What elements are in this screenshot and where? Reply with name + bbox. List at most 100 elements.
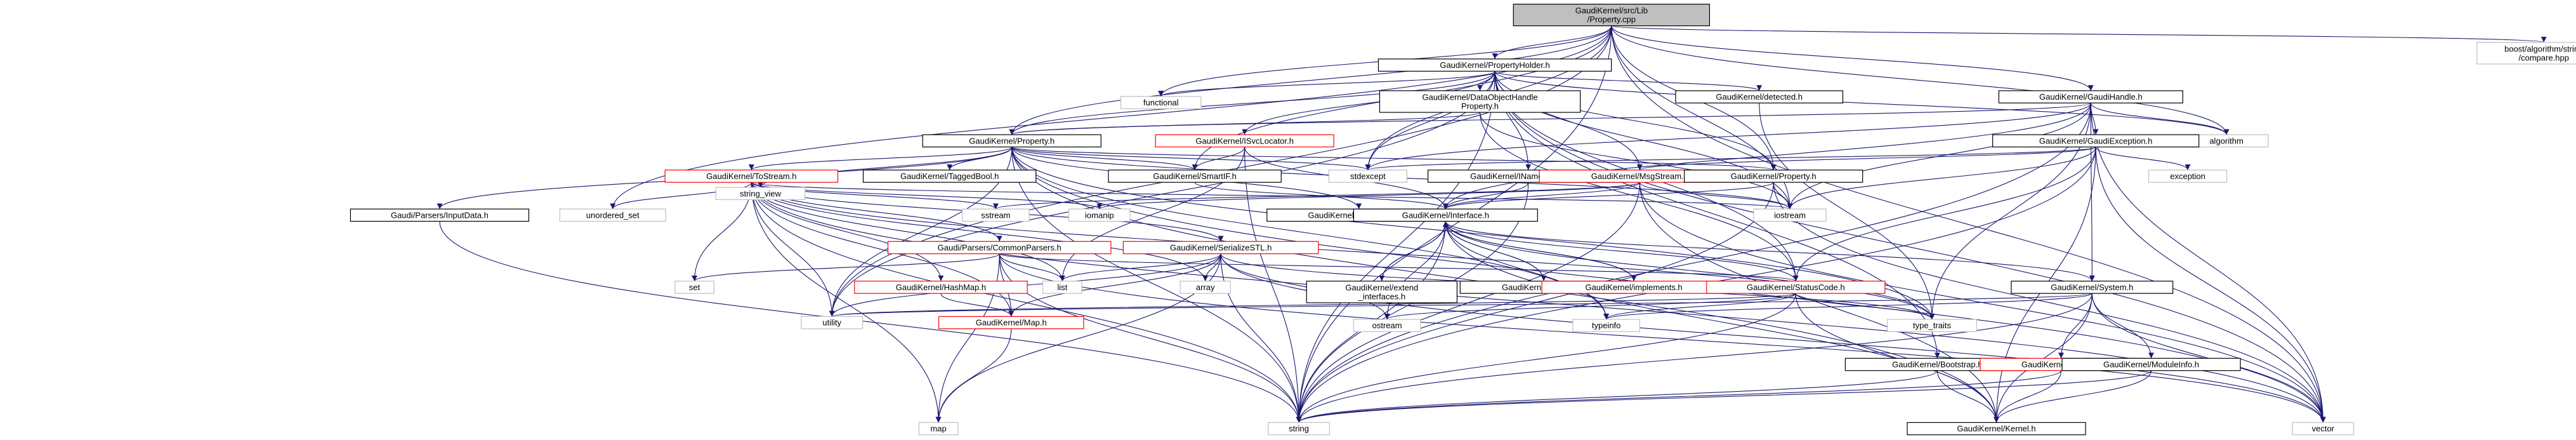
- node-system[interactable]: GaudiKernel/System.h: [2011, 281, 2174, 294]
- edge-interface-to-system: [1445, 221, 2095, 281]
- edge-msgstream-to-iostream: [1639, 182, 1793, 210]
- node-label: iomanip: [1085, 210, 1114, 220]
- node-ostream[interactable]: ostream: [1353, 319, 1421, 332]
- node-label: string_view: [740, 189, 782, 198]
- edge-statuscode-to-typeinfo: [1603, 293, 1796, 320]
- node-box: [1675, 90, 1844, 103]
- node-commonparsers[interactable]: Gaudi/Parsers/CommonParsers.h: [887, 241, 1112, 255]
- node-box: [1684, 170, 1863, 183]
- node-property2[interactable]: GaudiKernel/Property.h: [1684, 170, 1863, 183]
- node-label: stdexcept: [1350, 171, 1386, 181]
- node-iomanip[interactable]: iomanip: [1068, 208, 1131, 222]
- node-hashmap[interactable]: GaudiKernel/HashMap.h: [854, 281, 1028, 294]
- node-stdexcept[interactable]: stdexcept: [1328, 170, 1407, 183]
- node-gaudihandle[interactable]: GaudiKernel/GaudiHandle.h: [1998, 90, 2183, 103]
- node-kernel[interactable]: GaudiKernel/Kernel.h: [1907, 422, 2086, 436]
- node-sstream[interactable]: sstream: [962, 208, 1030, 222]
- node-set[interactable]: set: [674, 281, 714, 294]
- node-moduleinfo[interactable]: GaudiKernel/ModuleInfo.h: [2061, 357, 2241, 371]
- node-label: GaudiKernel/extend: [1345, 283, 1418, 292]
- edge-extend_interfaces-to-interface: [1381, 221, 1449, 281]
- node-label: GaudiKernel/Bootstrap.h: [1892, 360, 1982, 370]
- node-box: [1155, 134, 1334, 148]
- node-label: /Property.cpp: [1587, 15, 1636, 24]
- edge-tostream-to-array: [751, 182, 1209, 281]
- node-label: GaudiKernel/ISvcLocator.h: [1195, 136, 1294, 145]
- node-map[interactable]: map: [918, 422, 959, 436]
- node-box: [938, 316, 1084, 330]
- edge-commonparsers-to-statuscode: [999, 253, 1799, 282]
- node-iostream[interactable]: iostream: [1753, 208, 1827, 222]
- node-label: GaudiKernel/GaudiException.h: [2039, 136, 2153, 145]
- edge-msgstream-to-kernel: [1639, 182, 1999, 423]
- node-list[interactable]: list: [1042, 281, 1082, 294]
- node-type_traits[interactable]: type_traits: [1887, 319, 1977, 332]
- node-box: [1108, 170, 1282, 183]
- node-label: GaudiKernel/Map.h: [976, 318, 1047, 328]
- node-smartif[interactable]: GaudiKernel/SmartIF.h: [1108, 170, 1282, 183]
- node-parsers_inputdata[interactable]: Gaudi/Parsers/InputData.h: [350, 208, 530, 222]
- edge-moduleinfo-to-string: [1296, 370, 2152, 423]
- node-label: GaudiKernel/TaggedBool.h: [900, 171, 999, 181]
- node-serializestl[interactable]: GaudiKernel/SerializeSTL.h: [1122, 241, 1319, 255]
- node-algorithm[interactable]: algorithm: [2184, 134, 2269, 148]
- node-gaudiexception[interactable]: GaudiKernel/GaudiException.h: [1992, 134, 2200, 148]
- node-box: [664, 170, 839, 183]
- edge-tostream-to-unordered_set: [610, 182, 752, 210]
- node-label: iostream: [1774, 210, 1806, 220]
- edge-tostream-to-utility: [751, 182, 835, 317]
- node-isvclocator[interactable]: GaudiKernel/ISvcLocator.h: [1155, 134, 1334, 148]
- node-exception[interactable]: exception: [2148, 170, 2228, 183]
- edge-property2-to-vector: [1773, 182, 2326, 423]
- node-box: [1353, 208, 1538, 222]
- node-label: list: [1057, 283, 1067, 292]
- edge-msgstream-to-string: [1296, 182, 1640, 423]
- node-label: GaudiKernel/implements.h: [1585, 283, 1682, 292]
- node-map_h[interactable]: GaudiKernel/Map.h: [938, 316, 1084, 330]
- node-root[interactable]: GaudiKernel/src/Lib/Property.cpp: [1513, 3, 1711, 27]
- node-label: sstream: [981, 210, 1010, 220]
- node-unordered_set[interactable]: unordered_set: [559, 208, 666, 222]
- node-box: [1706, 281, 1886, 294]
- node-string[interactable]: string: [1268, 422, 1330, 436]
- node-box: [674, 281, 714, 294]
- edge-detected-to-type_traits: [1759, 103, 1935, 320]
- node-boost_compare[interactable]: boost/algorithm/string/compare.hpp: [2476, 42, 2576, 65]
- node-label: type_traits: [1913, 321, 1951, 330]
- edge-root-to-property_h: [1009, 25, 1612, 135]
- node-box: [1907, 422, 2086, 436]
- node-property_h[interactable]: GaudiKernel/Property.h: [922, 134, 1101, 148]
- node-box: [1379, 90, 1581, 113]
- node-typeinfo[interactable]: typeinfo: [1572, 319, 1640, 332]
- edge-tostream-to-list: [751, 182, 1065, 281]
- edge-propertyholder-to-msgstream: [1494, 71, 1643, 170]
- node-interface[interactable]: GaudiKernel/Interface.h: [1353, 208, 1538, 222]
- node-box: [1998, 90, 2183, 103]
- edge-propertyholder-to-inamedinterface: [1494, 71, 1532, 170]
- node-box: [801, 316, 864, 330]
- edge-system-to-moduleinfo: [2091, 293, 2154, 359]
- edge-property_h-to-property2: [1011, 146, 1776, 171]
- node-taggedbool[interactable]: GaudiKernel/TaggedBool.h: [862, 170, 1037, 183]
- edge-statuscode-to-utility: [829, 293, 1796, 317]
- node-utility[interactable]: utility: [801, 316, 864, 330]
- node-vector[interactable]: vector: [2292, 422, 2355, 436]
- node-array[interactable]: array: [1180, 281, 1231, 294]
- node-functional[interactable]: functional: [1120, 96, 1202, 109]
- edge-gaudiexception-to-msgstream: [1637, 146, 2096, 171]
- edge-gaudiexception-to-statuscode: [1792, 147, 2096, 281]
- edge-gaudihandle-to-interface: [1443, 103, 2091, 210]
- node-tostream[interactable]: GaudiKernel/ToStream.h: [664, 170, 839, 183]
- node-statuscode[interactable]: GaudiKernel/StatusCode.h: [1706, 281, 1886, 294]
- edge-msgstream-to-iomanip: [1096, 182, 1640, 210]
- edge-isvclocator-to-string: [1244, 147, 1302, 423]
- node-detected[interactable]: GaudiKernel/detected.h: [1675, 90, 1844, 103]
- node-implements[interactable]: GaudiKernel/implements.h: [1541, 281, 1726, 294]
- node-string_view[interactable]: string_view: [715, 187, 806, 201]
- edge-property_h-to-string: [1011, 147, 1302, 423]
- node-label: Gaudi/Parsers/InputData.h: [391, 210, 489, 220]
- node-extend_interfaces[interactable]: GaudiKernel/extend_interfaces.h: [1306, 281, 1458, 303]
- node-propertyholder[interactable]: GaudiKernel/PropertyHolder.h: [1377, 58, 1612, 72]
